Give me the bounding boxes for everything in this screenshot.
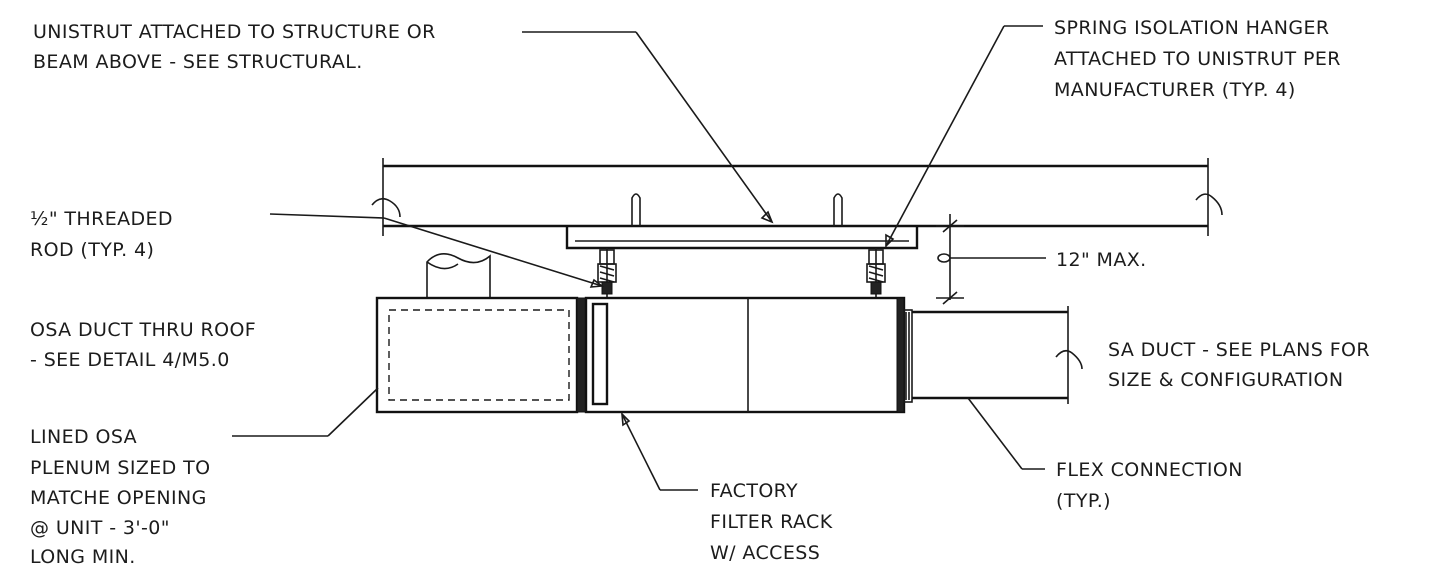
osa-duct-note-line-2: - SEE DETAIL 4/M5.0 — [30, 349, 230, 371]
max-dimension-label: 12" MAX. — [1056, 249, 1147, 271]
lined-plenum-note-line-1: LINED OSA — [30, 426, 137, 448]
filter-rack-note-line-3: W/ ACCESS — [710, 542, 820, 564]
filter-rack-note: FACTORY FILTER RACK W/ ACCESS — [710, 480, 833, 564]
flex-connection — [903, 309, 913, 403]
lined-plenum-note: LINED OSA PLENUM SIZED TO MATCHE OPENING… — [30, 426, 211, 568]
flex-connection-note-line-1: FLEX CONNECTION — [1056, 459, 1243, 481]
sa-duct — [912, 306, 1083, 404]
flex-connection-note-line-2: (TYP.) — [1056, 490, 1111, 512]
spring-hanger-note-line-3: MANUFACTURER (TYP. 4) — [1054, 79, 1296, 101]
unistrut-channel — [565, 193, 919, 250]
beam-above — [371, 158, 1223, 236]
flex-connection-note: FLEX CONNECTION (TYP.) — [1056, 459, 1243, 512]
osa-duct-stub — [426, 253, 491, 298]
filter-rack-note-line-2: FILTER RACK — [710, 511, 833, 533]
unistrut-note-line-1: UNISTRUT ATTACHED TO STRUCTURE OR — [33, 21, 436, 43]
spring-hanger-right — [866, 248, 886, 298]
leader-lines — [232, 25, 1045, 491]
spring-hanger-note: SPRING ISOLATION HANGER ATTACHED TO UNIS… — [1054, 17, 1341, 101]
unistrut-note: UNISTRUT ATTACHED TO STRUCTURE OR BEAM A… — [33, 21, 436, 73]
lined-plenum-note-line-3: MATCHE OPENING — [30, 487, 207, 509]
threaded-rod-note: ½" THREADED ROD (TYP. 4) — [30, 208, 173, 261]
spring-hanger-note-line-2: ATTACHED TO UNISTRUT PER — [1054, 48, 1341, 70]
lined-plenum-note-line-5: LONG MIN. — [30, 546, 136, 568]
lined-plenum-note-line-2: PLENUM SIZED TO — [30, 457, 211, 479]
sa-duct-note-line-2: SIZE & CONFIGURATION — [1108, 369, 1344, 391]
unistrut-note-line-2: BEAM ABOVE - SEE STRUCTURAL. — [33, 51, 363, 73]
max-dimension — [936, 214, 1046, 305]
osa-duct-note: OSA DUCT THRU ROOF - SEE DETAIL 4/M5.0 — [30, 319, 256, 371]
threaded-rod-note-line-1: ½" THREADED — [30, 208, 173, 230]
lined-osa-plenum — [375, 296, 579, 414]
lined-plenum-note-line-4: @ UNIT - 3'-0" — [30, 517, 170, 539]
osa-duct-note-line-1: OSA DUCT THRU ROOF — [30, 319, 256, 341]
spring-hanger-left — [597, 248, 617, 298]
threaded-rod-note-line-2: ROD (TYP. 4) — [30, 239, 154, 261]
filter-rack-note-line-1: FACTORY — [710, 480, 798, 502]
unit-body — [576, 296, 906, 414]
spring-hanger-note-line-1: SPRING ISOLATION HANGER — [1054, 17, 1330, 39]
sa-duct-note-line-1: SA DUCT - SEE PLANS FOR — [1108, 339, 1370, 361]
sa-duct-note: SA DUCT - SEE PLANS FOR SIZE & CONFIGURA… — [1108, 339, 1370, 391]
